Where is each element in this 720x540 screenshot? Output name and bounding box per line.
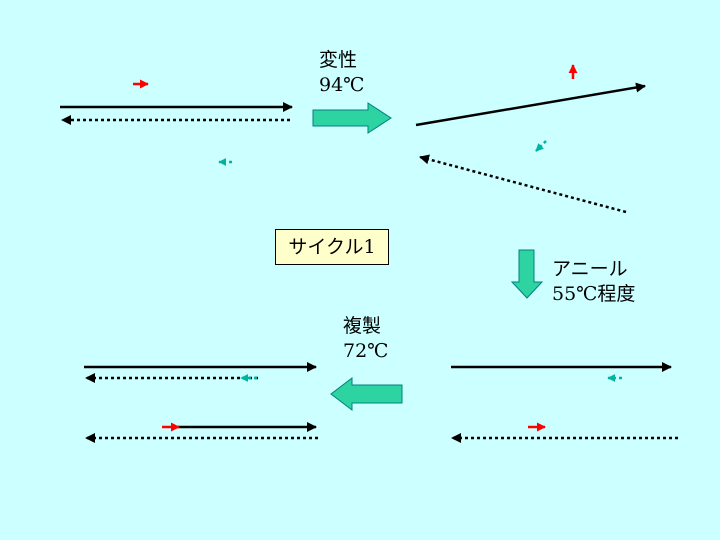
anneal-step-name: アニール [552,258,628,280]
denature-step-label: 変性 94℃ [319,48,364,98]
denature-process-arrow [312,102,392,134]
anneal-step-temperature: 55℃程度 [552,283,636,305]
cycle-label-box: サイクル1 [275,229,389,265]
extend-process-arrow [330,376,403,412]
denature-step-temperature: 94℃ [319,74,365,96]
extend-step-name: 複製 [343,315,382,337]
panel-annealed [451,362,678,443]
anneal-step-label: アニール 55℃程度 [552,257,635,307]
panel-denatured-strands [415,64,646,214]
anneal-process-arrow [510,249,544,299]
separated-bottom-strand [419,154,627,214]
panel-initial-template [60,79,293,166]
separated-top-strand [415,82,646,127]
denature-step-name: 変性 [319,49,358,71]
extend-step-temperature: 72℃ [343,340,389,362]
panel-extended [84,362,318,443]
extend-step-label: 複製 72℃ [343,314,388,364]
reverse-primer-arrow [535,140,547,152]
